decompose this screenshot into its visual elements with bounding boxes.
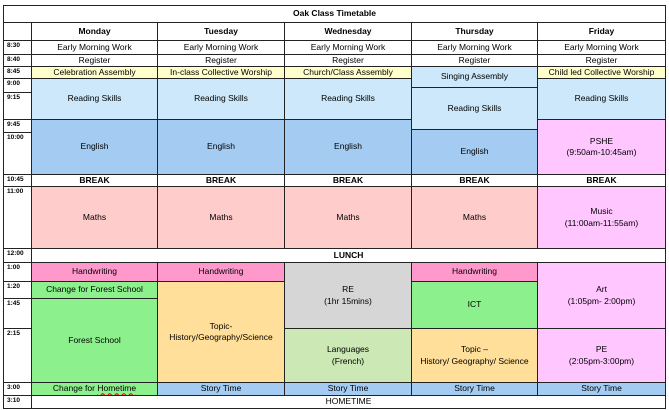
story-time-cell: Story Time [284, 382, 412, 396]
english-cell: English [411, 129, 538, 175]
time-label: 3:10 [3, 395, 32, 409]
time-label: 8:30 [3, 40, 32, 55]
time-label: 11:00 [3, 186, 32, 249]
english-cell: English [157, 119, 285, 175]
story-time-cell: Story Time [157, 382, 285, 396]
art-cell: Art (1:05pm- 2:00pm) [537, 262, 666, 329]
time-label: 3:00 [3, 382, 32, 396]
day-header-tuesday: Tuesday [157, 22, 285, 41]
ict-cell: ICT [411, 281, 538, 329]
time-label: 1:20 [3, 281, 32, 299]
maths-cell: Maths [411, 186, 538, 249]
change-hometime-cell: Change for Hometime [31, 382, 158, 396]
reading-skills-cell: Reading Skills [537, 78, 666, 120]
early-morning-work-cell: Early Morning Work [157, 40, 285, 55]
languages-cell: Languages (French) [284, 328, 412, 383]
story-time-cell: Story Time [411, 382, 538, 396]
music-cell: Music (11:00am-11:55am) [537, 186, 666, 249]
day-header-friday: Friday [537, 22, 666, 41]
timetable-title: Oak Class Timetable [3, 5, 666, 23]
time-label: 9:15 [3, 92, 32, 120]
handwriting-cell: Handwriting [411, 262, 538, 282]
early-morning-work-cell: Early Morning Work [537, 40, 666, 55]
day-header-monday: Monday [31, 22, 158, 41]
pshe-cell: PSHE (9:50am-10:45am) [537, 119, 666, 175]
header-corner [3, 22, 32, 41]
change-hometime-word: Hometime [97, 383, 137, 394]
topic-cell: Topic – History/ Geography/ Science [411, 328, 538, 383]
time-label: 9:00 [3, 78, 32, 93]
handwriting-cell: Handwriting [157, 262, 285, 282]
early-morning-work-cell: Early Morning Work [31, 40, 158, 55]
maths-cell: Maths [31, 186, 158, 249]
early-morning-work-cell: Early Morning Work [284, 40, 412, 55]
reading-skills-cell: Reading Skills [284, 78, 412, 120]
change-hometime-prefix: Change for [52, 383, 98, 394]
time-label: 2:15 [3, 328, 32, 383]
time-label: 9:45 [3, 119, 32, 133]
time-label: 12:00 [3, 248, 32, 263]
maths-cell: Maths [157, 186, 285, 249]
change-forest-school-cell: Change for Forest School [31, 281, 158, 299]
forest-school-cell: Forest School [31, 298, 158, 383]
assembly-cell: Singing Assembly [411, 66, 538, 88]
hometime-cell: HOMETIME [31, 395, 666, 409]
day-header-thursday: Thursday [411, 22, 538, 41]
reading-skills-cell: Reading Skills [157, 78, 285, 120]
pe-cell: PE (2:05pm-3:00pm) [537, 328, 666, 383]
day-header-wednesday: Wednesday [284, 22, 412, 41]
re-cell: RE (1hr 15mins) [284, 262, 412, 329]
early-morning-work-cell: Early Morning Work [411, 40, 538, 55]
time-label: 1:45 [3, 298, 32, 329]
topic-cell: Topic- History/Geography/Science [157, 281, 285, 383]
maths-cell: Maths [284, 186, 412, 249]
reading-skills-cell: Reading Skills [411, 87, 538, 130]
english-cell: English [31, 119, 158, 175]
reading-skills-cell: Reading Skills [31, 78, 158, 120]
time-label: 10:00 [3, 132, 32, 175]
time-label: 1:00 [3, 262, 32, 282]
lunch-cell: LUNCH [31, 248, 666, 263]
handwriting-cell: Handwriting [31, 262, 158, 282]
english-cell: English [284, 119, 412, 175]
story-time-cell: Story Time [537, 382, 666, 396]
